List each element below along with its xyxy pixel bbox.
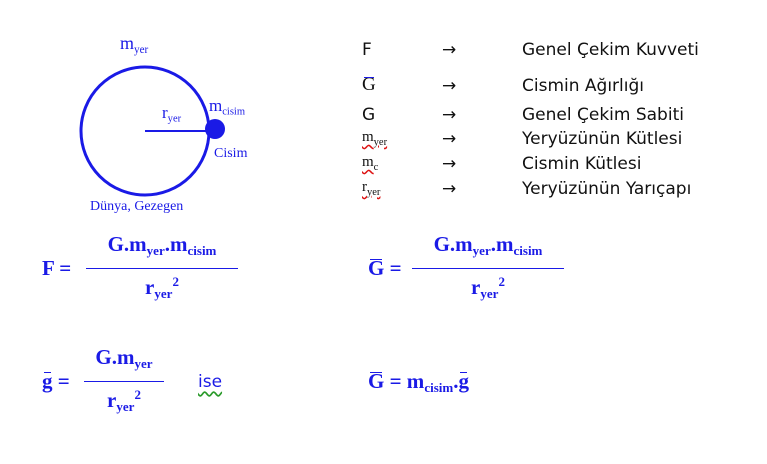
formula-lhs: G =	[368, 256, 402, 280]
fraction: G.myer.mcisim ryer2	[86, 232, 238, 322]
fraction-bar	[86, 268, 238, 269]
arrow-icon: →	[442, 76, 457, 96]
legend-symbol: F	[362, 40, 372, 60]
legend-desc: Genel Çekim Kuvveti	[522, 40, 699, 60]
arrow-icon: →	[442, 129, 457, 149]
legend-row: F → Genel Çekim Kuvveti	[362, 40, 762, 64]
object-dot	[205, 119, 225, 139]
legend-row: mc → Cismin Kütlesi	[362, 154, 762, 178]
legend-row: G → Cismin Ağırlığı	[362, 74, 762, 100]
arrow-icon: →	[442, 40, 457, 60]
arrow-icon: →	[442, 179, 457, 199]
denominator: ryer2	[107, 387, 141, 414]
cisim-label: Cisim	[214, 146, 248, 161]
numerator: G.myer	[95, 345, 153, 371]
arrow-icon: →	[442, 154, 457, 174]
denominator: ryer2	[471, 274, 505, 301]
fraction-bar	[412, 268, 564, 269]
legend-desc: Yeryüzünün Yarıçapı	[522, 179, 692, 199]
earth-object-sketch	[79, 65, 225, 197]
legend-desc: Genel Çekim Sabiti	[522, 105, 684, 125]
legend-symbol: mc	[362, 154, 379, 173]
formula-weight: G = G.myer.mcisim ryer2	[368, 232, 578, 322]
r-yer-label: ryer	[162, 103, 182, 125]
fraction-bar	[84, 381, 164, 382]
legend-row: ryer → Yeryüzünün Yarıçapı	[362, 179, 762, 203]
legend-row: myer → Yeryüzünün Kütlesi	[362, 129, 762, 153]
formula-weight-product: G = mcisim.g	[368, 369, 469, 395]
legend-symbol: myer	[362, 129, 388, 148]
fraction: G.myer.mcisim ryer2	[412, 232, 564, 322]
gravity-diagram: myer ryer mcisim Cisim Dünya, Gezegen	[0, 0, 300, 225]
numerator: G.myer.mcisim	[107, 232, 217, 258]
legend-desc: Cismin Kütlesi	[522, 154, 642, 174]
formula-gravity-accel: g = G.myer ryer2	[42, 345, 192, 435]
legend-symbol: G	[362, 105, 376, 125]
formula-lhs: F =	[42, 256, 72, 280]
ise-text: ise	[198, 372, 223, 392]
m-yer-label: myer	[120, 33, 149, 56]
numerator: G.myer.mcisim	[433, 232, 543, 258]
fraction: G.myer ryer2	[84, 345, 164, 435]
arrow-icon: →	[442, 105, 457, 125]
formula-force: F = G.myer.mcisim ryer2	[42, 232, 252, 322]
planet-label: Dünya, Gezegen	[90, 199, 184, 214]
legend-desc: Cismin Ağırlığı	[522, 76, 645, 96]
formula-lhs: g =	[42, 369, 70, 393]
legend-row: G → Genel Çekim Sabiti	[362, 105, 762, 129]
m-cisim-label: mcisim	[209, 96, 246, 118]
legend-symbol: G	[362, 74, 376, 95]
denominator: ryer2	[145, 274, 179, 301]
legend-symbol: ryer	[362, 179, 381, 198]
legend-desc: Yeryüzünün Kütlesi	[522, 129, 683, 149]
